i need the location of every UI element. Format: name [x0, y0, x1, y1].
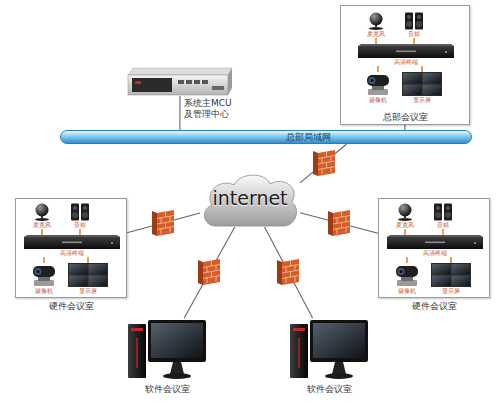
node-label: 摄像机	[354, 96, 402, 104]
mcu-device	[228, 68, 232, 95]
cloud-node: internet	[200, 172, 300, 227]
mcu-device	[186, 80, 192, 84]
mcu-device	[202, 80, 208, 84]
mcu-device	[128, 75, 228, 95]
mcu-device	[194, 80, 200, 84]
node-label: 麦克风	[20, 221, 64, 229]
node-label: 音箱	[392, 30, 436, 38]
node-label: 高清终端	[348, 58, 464, 66]
mcu-device	[132, 78, 172, 92]
mcu-device	[128, 68, 232, 95]
equipment-node: 显示屏	[431, 263, 471, 295]
node-label: 系统主MCU 及管理中心	[184, 98, 234, 120]
computer-node: 软件会议室	[290, 318, 368, 380]
link-line	[127, 213, 200, 233]
node-label: internet	[200, 186, 300, 210]
equipment-node: 麦克风	[30, 203, 54, 229]
equipment-node: 高清终端	[387, 235, 483, 257]
node-label: 显示屏	[58, 287, 118, 295]
firewall-symbol	[198, 259, 220, 285]
node-label: 音箱	[58, 221, 102, 229]
equipment-node: 音箱	[431, 203, 455, 229]
equipment-node: 高清终端	[358, 44, 454, 66]
equipment-node: 显示屏	[402, 72, 442, 104]
mcu-device	[212, 86, 224, 90]
firewall-symbol	[328, 210, 350, 236]
equipment-node: 音箱	[402, 12, 426, 38]
mcu-device	[178, 80, 184, 84]
node-label: 麦克风	[354, 30, 398, 38]
node-label: 摄像机	[20, 287, 68, 295]
node-label: 高清终端	[14, 249, 130, 257]
node-label: 硬件会议室	[379, 301, 489, 312]
link-line	[300, 213, 378, 234]
node-label: 总部局域网	[286, 131, 366, 143]
computer-symbol	[290, 320, 368, 379]
node-label: 总部会议室	[341, 112, 469, 123]
equipment-node: 摄像机	[30, 263, 58, 295]
firewall-symbol	[152, 210, 174, 236]
link-line	[179, 96, 180, 130]
link-line	[300, 144, 347, 183]
link-line	[265, 227, 313, 318]
soft-terminals	[128, 320, 368, 379]
computer-symbol	[128, 320, 206, 379]
link-line	[184, 227, 235, 318]
firewall-symbol	[313, 150, 335, 176]
equipment-node: 摄像机	[364, 72, 392, 104]
node-label: 硬件会议室	[16, 301, 126, 312]
firewalls	[152, 150, 350, 285]
mcu-device	[135, 81, 141, 84]
node-label: 麦克风	[383, 221, 427, 229]
equipment-node: 音箱	[68, 203, 92, 229]
room-box: 硬件会议室麦克风音箱高清终端摄像机显示屏	[15, 198, 127, 298]
node-label: 显示屏	[392, 96, 452, 104]
node-label: 摄像机	[383, 287, 431, 295]
equipment-node: 显示屏	[68, 263, 108, 295]
equipment-node: 麦克风	[364, 12, 388, 38]
equipment-node: 麦克风	[393, 203, 417, 229]
room-box: 硬件会议室麦克风音箱高清终端摄像机显示屏	[378, 198, 490, 298]
computer-node: 软件会议室	[128, 318, 206, 380]
network-band: 总部局域网	[60, 130, 472, 144]
mcu-device	[128, 68, 232, 75]
node-label: 软件会议室	[128, 384, 206, 395]
node-label: 高清终端	[377, 249, 493, 257]
firewall-symbol	[277, 259, 299, 285]
equipment-node: 高清终端	[24, 235, 120, 257]
node-label: 软件会议室	[290, 384, 368, 395]
node-label: 显示屏	[421, 287, 481, 295]
mcu-node: 系统主MCU 及管理中心	[128, 68, 232, 96]
room-box: 总部会议室 麦克风音箱高清终端摄像机显示屏	[340, 5, 470, 125]
node-label: 音箱	[421, 221, 465, 229]
equipment-node: 摄像机	[393, 263, 421, 295]
